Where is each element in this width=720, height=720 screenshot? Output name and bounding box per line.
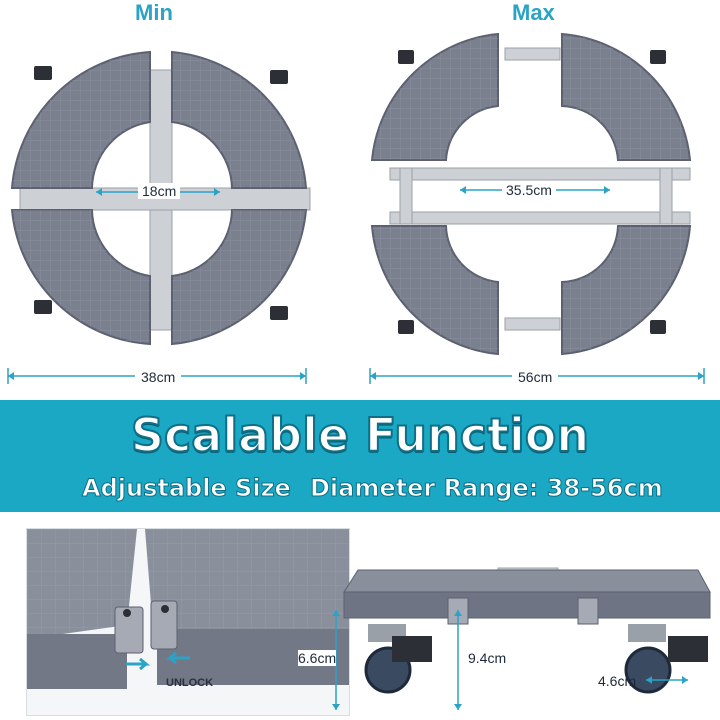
lock-closeup-photo [26, 528, 350, 716]
wheel-width: 4.6cm [598, 673, 637, 689]
feature-banner [0, 400, 720, 512]
max-inner-diameter: 35.5cm [502, 182, 556, 198]
lock-closeup-illustration [27, 529, 349, 689]
unlock-arrows [126, 652, 190, 671]
unlock-label: UNLOCK [166, 677, 214, 689]
side-view-illustration [332, 567, 711, 710]
banner-title: Scalable Function [130, 407, 590, 463]
min-outer-diameter: 38cm [135, 369, 182, 385]
min-title: Min [135, 0, 173, 25]
min-inner-diameter: 18cm [138, 183, 181, 199]
banner-subtitle-size: Adjustable Size [82, 474, 292, 503]
platform-height: 6.6cm [298, 650, 337, 666]
total-height: 9.4cm [468, 650, 507, 666]
banner-subtitle-range: Diameter Range: 38-56cm [310, 474, 664, 503]
max-title: Max [512, 0, 555, 25]
max-outer-diameter: 56cm [512, 369, 559, 385]
max-caddy-illustration [370, 32, 692, 356]
min-caddy-illustration [10, 50, 311, 346]
